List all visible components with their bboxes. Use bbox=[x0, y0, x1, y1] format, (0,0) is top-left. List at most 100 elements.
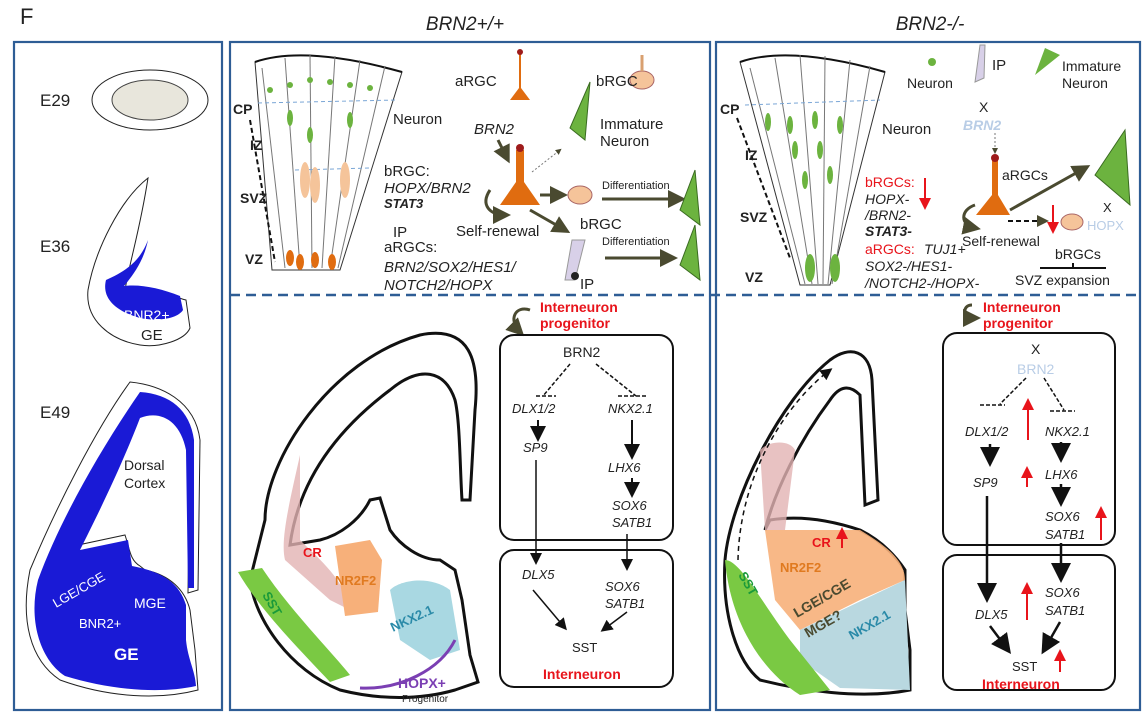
title-wildtype: BRN2+/+ bbox=[426, 14, 504, 35]
wt-bottom-sst-label: SST bbox=[572, 640, 597, 655]
wt-top-ip-cell-label: IP bbox=[580, 276, 594, 293]
wt-top-argcs-markers2-label: NOTCH2/HOPX bbox=[384, 277, 493, 294]
wt-bottom-brain-cr-label: CR bbox=[303, 545, 322, 560]
brgc-cell-icon bbox=[629, 55, 655, 90]
wt-bottom-interneuron-label: Interneuron bbox=[543, 666, 621, 682]
ko-top-layers-svz-label: SVZ bbox=[740, 209, 768, 225]
wt-bottom-lhx6-label: LHX6 bbox=[608, 460, 641, 475]
wt-top-ip-label: IP bbox=[393, 224, 407, 241]
left-panel-e49-region-label: BNR2+ bbox=[79, 616, 121, 631]
wt-brain-section: CR NR2F2 SST NKX2.1 HOPX+ Progenitor bbox=[238, 331, 480, 705]
wt-top-diff2-label: Differentiation bbox=[602, 236, 670, 248]
title-knockout: BRN2-/- bbox=[896, 14, 965, 35]
wt-top-brn2-label: BRN2 bbox=[474, 121, 515, 138]
figure-label: F bbox=[20, 4, 33, 29]
wt-top-brgc-legend-label: bRGC bbox=[596, 73, 638, 90]
wt-bottom-brain-progenitor-label: Progenitor bbox=[402, 694, 449, 705]
ko-bottom-satb1b-label: SATB1 bbox=[1045, 603, 1085, 618]
wt-bottom-satb1b-label: SATB1 bbox=[605, 596, 645, 611]
ko-cortical-column: CP IZ SVZ VZ bbox=[720, 54, 886, 286]
wt-top-layers-cp-label: CP bbox=[233, 101, 252, 117]
central-argc-icon bbox=[500, 144, 540, 205]
left-panel-e36-region-label: BNR2+ bbox=[124, 307, 170, 323]
wt-bottom-dlx12-label: DLX1/2 bbox=[512, 401, 556, 416]
wt-bottom-satb1a-label: SATB1 bbox=[612, 515, 652, 530]
wt-bottom-sp9-label: SP9 bbox=[523, 440, 548, 455]
wt-bottom-sox6b-label: SOX6 bbox=[605, 579, 640, 594]
wt-top-layers-vz-label: VZ bbox=[245, 251, 263, 267]
wt-top-brgc-label-label: bRGC: bbox=[384, 163, 430, 180]
wt-bottom-title1-label: Interneuron bbox=[540, 299, 618, 315]
wt-top-layers-iz-label: IZ bbox=[250, 137, 263, 153]
wt-top-argcs-markers1-label: BRN2/SOX2/HES1/ bbox=[384, 259, 518, 276]
wt-lineage: aRGC bRGC Neuron BRN2 Immature Neuron bR… bbox=[384, 49, 701, 294]
wt-top-diff1-label: Differentiation bbox=[602, 180, 670, 192]
ko-top-legend-ip-label: IP bbox=[992, 57, 1006, 74]
wt-bottom-title2-label: progenitor bbox=[540, 315, 611, 331]
ko-top-brgcs-m1-label: HOPX- bbox=[865, 191, 910, 207]
ko-top-neuron-label: Neuron bbox=[882, 121, 931, 138]
wt-cortical-column: CP IZ SVZ VZ bbox=[233, 54, 403, 271]
wt-bottom-sox6a-label: SOX6 bbox=[612, 498, 647, 513]
ko-top-argcs-m2-label: /NOTCH2-/HOPX- bbox=[864, 275, 980, 291]
ko-bottom-sst-label: SST bbox=[1012, 659, 1037, 674]
wt-top-brgc-markers2-label: STAT3 bbox=[384, 196, 424, 211]
ko-bottom-sp9-label: SP9 bbox=[973, 475, 998, 490]
ko-bottom-brn2-faint-label: BRN2 bbox=[1017, 361, 1055, 377]
ko-bottom-dlx12-label: DLX1/2 bbox=[965, 424, 1009, 439]
wt-bottom-nkx21-label: NKX2.1 bbox=[608, 401, 653, 416]
left-panel-e49-mge-label: MGE bbox=[134, 595, 166, 611]
left-panel-e29-label: E29 bbox=[40, 91, 70, 110]
wt-top-brgc-markers1-label: HOPX/BRN2 bbox=[384, 180, 471, 197]
ko-bottom-lhx6-label: LHX6 bbox=[1045, 467, 1078, 482]
ko-top-argcs-label-label: aRGCs: bbox=[865, 241, 915, 257]
ko-bottom-title1-label: Interneuron bbox=[983, 299, 1061, 315]
wt-bottom-brn2-label: BRN2 bbox=[563, 344, 601, 360]
ko-top-layers-cp-label: CP bbox=[720, 101, 739, 117]
ko-top-brn2-faint-label: BRN2 bbox=[963, 117, 1001, 133]
e49-diagram: E49 Dorsal Cortex LGE/CGE MGE BNR2+ GE bbox=[25, 381, 201, 697]
left-panel-e49-dorsal-label: Dorsal bbox=[124, 457, 164, 473]
wt-top-immature-label: Immature bbox=[600, 116, 663, 133]
e36-diagram: E36 BNR2+ GE bbox=[40, 176, 191, 347]
ko-bottom-dlx5-label: DLX5 bbox=[975, 607, 1008, 622]
ko-bottom-sox6b-label: SOX6 bbox=[1045, 585, 1080, 600]
ko-pathway: Interneuron progenitor BRN2 X DLX1/2 NKX… bbox=[942, 299, 1116, 692]
ko-bottom-interneuron-label: Interneuron bbox=[982, 676, 1060, 692]
ko-bottom-brain-nr2f2-label: NR2F2 bbox=[780, 560, 821, 575]
ko-top-legend-neuron-label: Neuron bbox=[907, 75, 953, 91]
ko-top-argcs-m1-label: SOX2-/HES1- bbox=[865, 258, 952, 274]
wt-top-layers-svz-label: SVZ bbox=[240, 190, 268, 206]
wt-bottom-brain-nr2f2-label: NR2F2 bbox=[335, 573, 376, 588]
ko-top-legend-immature-label: Immature bbox=[1062, 58, 1121, 74]
ko-brain-section: CR NR2F2 LGE/CGE MGE? NKX2.1 SST bbox=[723, 350, 912, 696]
ko-top-hopx-faint-label: HOPX bbox=[1087, 218, 1124, 233]
wt-top-immature-neuron-label: Neuron bbox=[600, 133, 649, 150]
ko-top-brgcs-m3-label: STAT3- bbox=[865, 223, 912, 239]
wt-top-self-renewal-label: Self-renewal bbox=[456, 223, 539, 240]
wt-top-argcs-label-label: aRGCs: bbox=[384, 239, 437, 256]
ko-top-brgcs-label-label: bRGCs: bbox=[865, 174, 915, 190]
left-panel-e49-stage-label: E49 bbox=[40, 403, 70, 422]
wt-bottom-brain-hopx-label: HOPX+ bbox=[398, 675, 446, 691]
wt-top-brgc-label: bRGC bbox=[580, 216, 622, 233]
ko-top-layers-vz-label: VZ bbox=[745, 269, 763, 285]
ko-lineage: Neuron IP Immature Neuron Neuron bRGCs: … bbox=[864, 44, 1131, 291]
ko-bottom-sox6a-label: SOX6 bbox=[1045, 509, 1080, 524]
left-panel-e36-ge-label: GE bbox=[141, 327, 163, 344]
ko-bottom-x-label: X bbox=[1031, 341, 1041, 357]
wt-top-argc-legend-label: aRGC bbox=[455, 73, 497, 90]
ko-top-x1-label: X bbox=[979, 99, 989, 115]
ko-bottom-nkx21-label: NKX2.1 bbox=[1045, 424, 1090, 439]
left-panel-e49-ge-label: GE bbox=[114, 645, 139, 664]
ko-bottom-brain-cr-label: CR bbox=[812, 535, 831, 550]
ko-top-legend-immature-neuron-label: Neuron bbox=[1062, 75, 1108, 91]
ko-top-argcs-label: aRGCs bbox=[1002, 167, 1048, 183]
left-panel-e36-stage-label: E36 bbox=[40, 237, 70, 256]
ko-top-svz-expansion-label: SVZ expansion bbox=[1015, 272, 1110, 288]
ko-bottom-satb1a-label: SATB1 bbox=[1045, 527, 1085, 542]
ko-top-brgcs-m2-label: /BRN2- bbox=[864, 207, 911, 223]
ko-bottom-title2-label: progenitor bbox=[983, 315, 1054, 331]
ko-top-layers-iz-label: IZ bbox=[745, 147, 758, 163]
